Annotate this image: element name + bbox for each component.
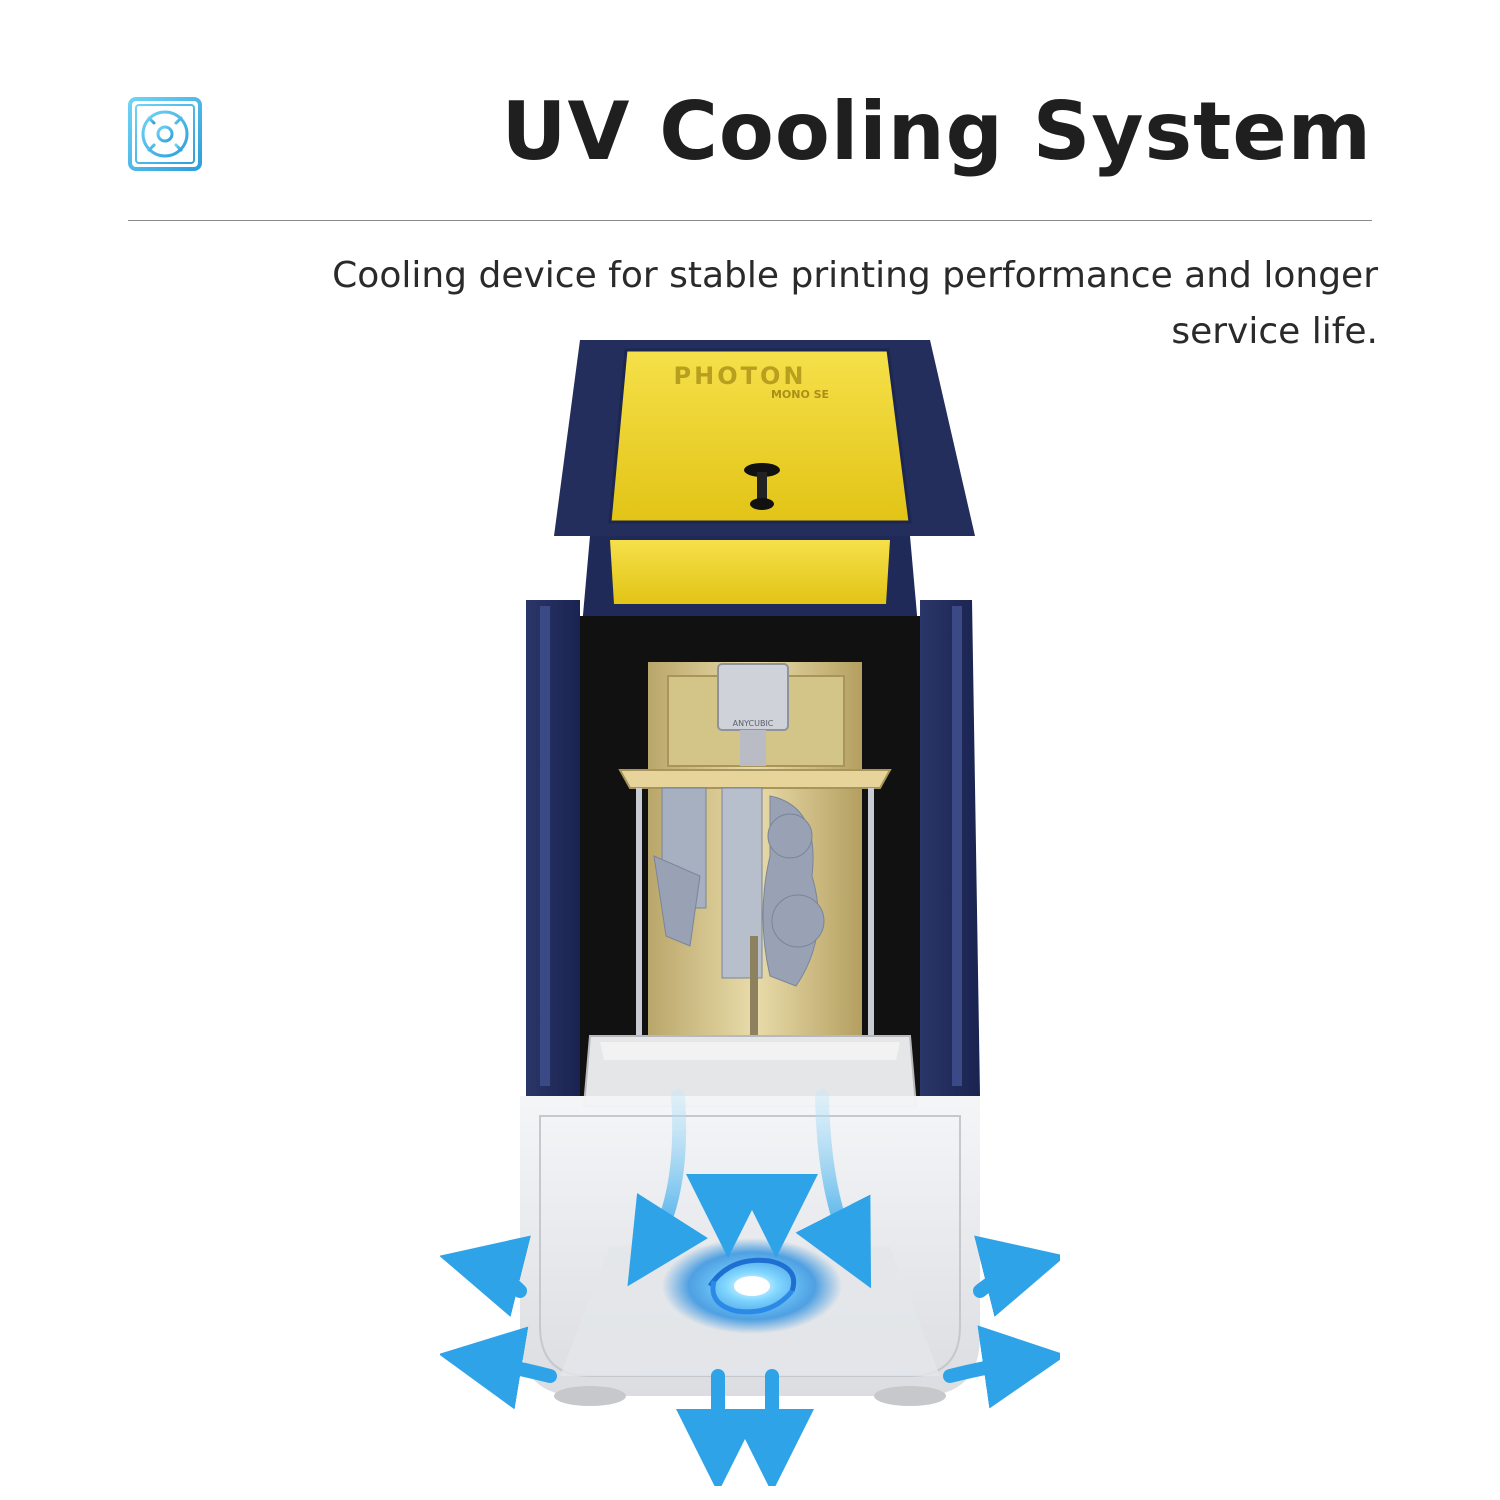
z-axis-carriage: ANYCUBIC (717, 663, 789, 766)
printer-lid: PHOTON MONO SE (554, 340, 975, 536)
page-title: UV Cooling System (501, 85, 1372, 178)
title-divider (128, 220, 1372, 221)
lid-brand-text: PHOTON (674, 362, 807, 390)
lid-model-text: MONO SE (771, 388, 829, 401)
airflow-arrows-icon (440, 1089, 1060, 1486)
resin-printer-image: PHOTON MONO SE ANYCUBIC (440, 340, 1060, 1486)
fan-icon (128, 97, 202, 171)
cooling-fan-icon (662, 1238, 842, 1334)
plate-brand-text: ANYCUBIC (733, 719, 774, 728)
page-subtitle: Cooling device for stable printing perfo… (332, 255, 1378, 352)
